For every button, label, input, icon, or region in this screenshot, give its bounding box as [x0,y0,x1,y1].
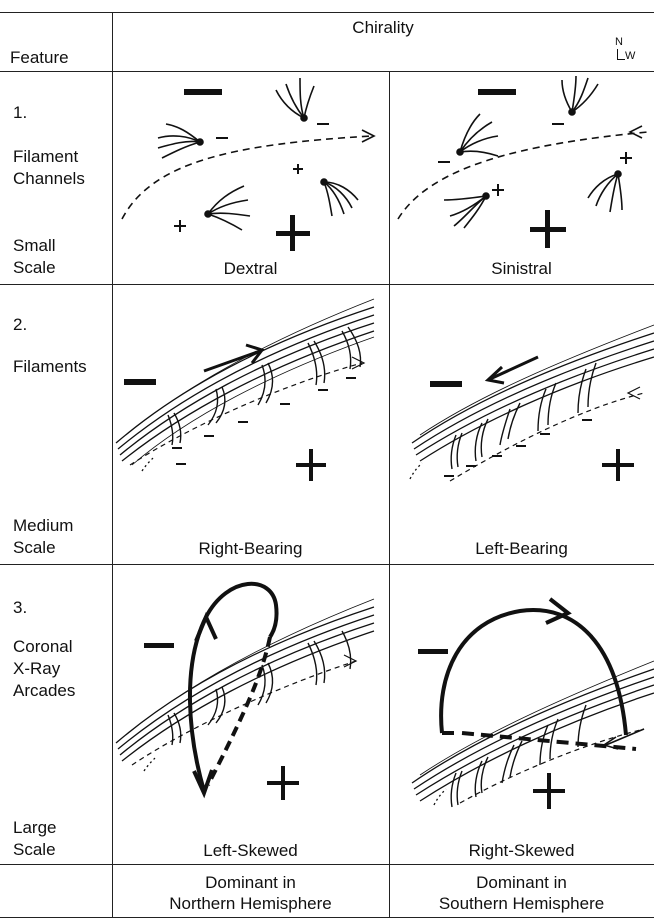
plus-icon [620,152,632,164]
fibril-fan-icon [158,124,203,158]
minus-icon [280,403,290,405]
feature-header: Feature [10,47,69,68]
minus-icon [346,377,356,379]
field-line-dotted [142,457,154,471]
minus-icon [318,389,328,391]
minus-icon [444,475,454,477]
large-minus-icon [430,381,462,387]
large-plus-icon [533,773,565,809]
large-plus-icon [276,215,310,251]
row-1-name-line-1: Filament [13,146,78,167]
large-plus-icon [267,766,299,800]
minus-icon [204,435,214,437]
plus-icon [492,184,504,196]
large-minus-icon [418,649,448,654]
large-minus-icon [124,379,156,385]
minus-icon [540,433,550,435]
large-plus-icon [296,449,326,481]
arcade-loop-solid [190,584,277,791]
large-minus-icon [184,89,222,95]
footer-right-line-1: Dominant in [389,872,654,893]
compass-west-label: W [625,50,635,62]
minus-icon [466,465,476,467]
chirality-header: Chirality [112,17,654,38]
right-bearing-filament-diagram [112,285,389,535]
compass-north-label: N [615,36,623,48]
left-skewed-arcade-diagram [112,565,389,835]
footer-right-line-2: Southern Hemisphere [389,893,654,914]
minus-icon [492,455,502,457]
large-minus-icon [144,643,174,648]
row-2-right-caption: Left-Bearing [389,538,654,559]
minus-icon [552,123,564,125]
fibril-fan-icon [276,78,314,121]
row-2-left-caption: Right-Bearing [112,538,389,559]
fibril-fan-icon [562,76,598,115]
compass-indicator: N W [612,36,652,66]
minus-icon [176,463,186,465]
footer-left-line-1: Dominant in [112,872,389,893]
row-1-name-line-2: Channels [13,168,85,189]
minus-icon [172,447,182,449]
filament-spine [412,333,654,443]
row-3-scale-line-2: Scale [13,839,56,860]
row-3-right-caption: Right-Skewed [389,840,654,861]
bearing-arrow-icon [204,351,260,371]
right-skewed-arcade-diagram [390,565,654,835]
row-1-number: 1. [13,102,27,123]
plus-icon [174,220,186,232]
minus-icon [238,421,248,423]
row-1-scale-line-2: Scale [13,257,56,278]
compass-axis-icon [617,49,625,60]
row-3-left-caption: Left-Skewed [112,840,389,861]
minus-icon [516,445,526,447]
plus-icon [293,164,303,174]
row-3-name-line-2: X-Ray [13,658,60,679]
footer-left-line-2: Northern Hemisphere [112,893,389,914]
row-2-name-line-1: Filaments [13,356,87,377]
row-1-left-caption: Dextral [112,258,389,279]
large-minus-icon [478,89,516,95]
field-line-dotted [144,757,156,771]
large-plus-icon [602,449,634,481]
minus-icon [582,419,592,421]
fibril-fan-icon [444,193,489,228]
minus-icon [317,123,329,125]
sinistral-channel-diagram [390,72,654,257]
field-line-dotted [410,463,422,479]
fibril-fan-icon [588,171,622,212]
row-3-number: 3. [13,597,27,618]
field-line-dashed [450,393,644,481]
left-bearing-filament-diagram [390,285,654,535]
row-divider-3 [0,864,654,865]
large-plus-icon [530,210,566,248]
row-3-name-line-3: Arcades [13,680,75,701]
table-top-border [0,12,654,13]
fibril-fan-icon [457,114,498,156]
dextral-channel-diagram [112,72,389,257]
minus-icon [216,137,228,139]
minus-icon [438,161,450,163]
row-2-scale-line-2: Scale [13,537,56,558]
row-3-scale-line-1: Large [13,817,56,838]
row-1-right-caption: Sinistral [389,258,654,279]
row-2-scale-line-1: Medium [13,515,73,536]
fibril-fan-icon [205,186,250,230]
row-2-number: 2. [13,314,27,335]
row-1-scale-line-1: Small [13,235,56,256]
row-3-name-line-1: Coronal [13,636,73,657]
fibril-fan-icon [321,179,358,216]
channel-axis-dashed-line [122,136,372,219]
